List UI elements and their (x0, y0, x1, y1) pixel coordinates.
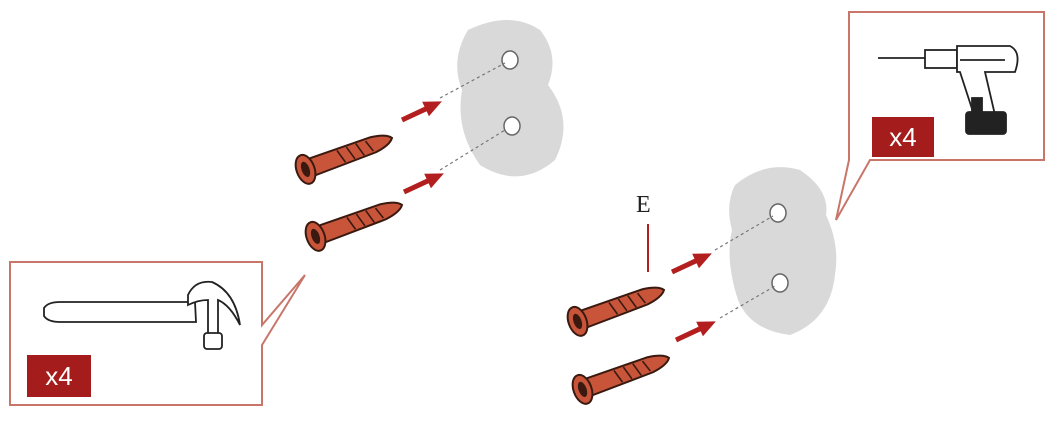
hammer-icon (43, 280, 241, 350)
wall-anchor-left-bottom (300, 189, 409, 255)
wall-patch-right (729, 167, 837, 335)
drill-callout-box (835, 11, 1045, 221)
insert-arrow-left-top (399, 94, 446, 127)
insert-arrow-right-top (669, 246, 716, 279)
wall-anchor-left-top (290, 122, 399, 188)
drill-icon (878, 45, 1019, 135)
wall-anchor-right-bottom (567, 342, 676, 408)
drill-hole-right-top (769, 203, 787, 223)
quantity-badge-hammer: x4 (27, 355, 91, 397)
drill-hole-left-top (501, 50, 519, 70)
wall-anchor-right-top (562, 274, 671, 340)
drill-hole-left-bottom (503, 116, 521, 136)
insert-arrow-left-bottom (401, 166, 448, 199)
drill-hole-right-bottom (771, 273, 789, 293)
quantity-badge-drill: x4 (872, 117, 934, 157)
wall-patch-left (457, 20, 564, 177)
insert-arrow-right-bottom (673, 314, 720, 347)
part-label-e: E (636, 192, 651, 218)
